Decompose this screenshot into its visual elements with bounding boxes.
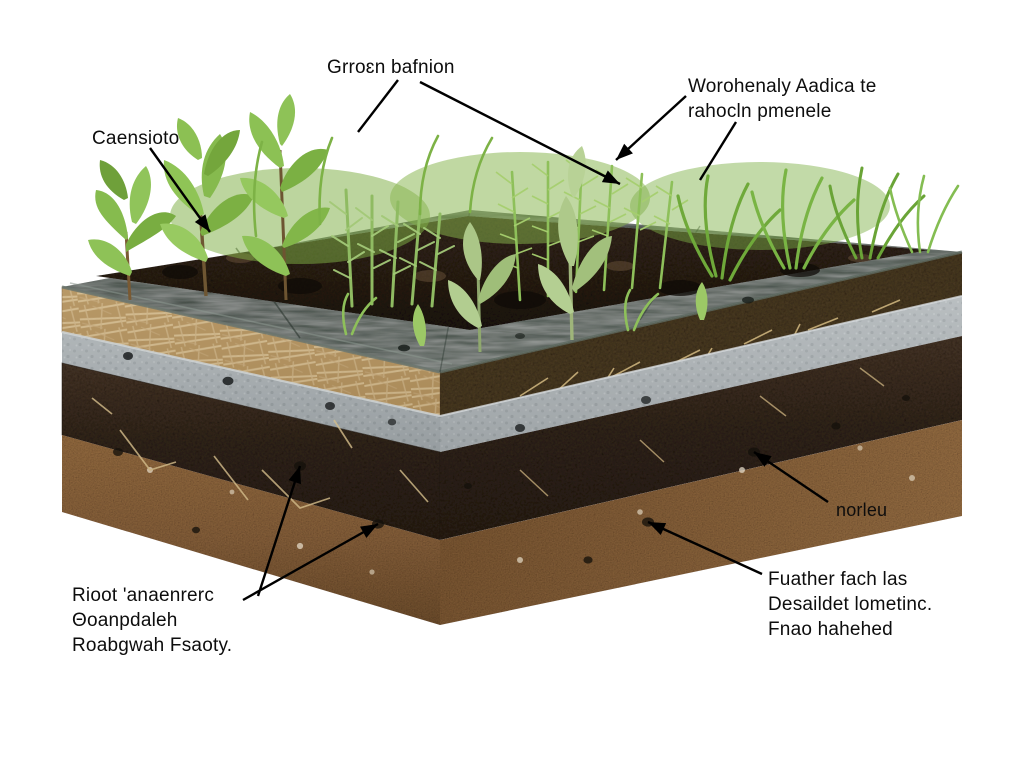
plant-pale-upright2 [448,222,516,353]
plant-broadleaf-left2 [160,118,254,297]
leader-vegetation-left-arrowhead [194,214,210,232]
callout-vegetation-left-line: Caensioto [92,128,180,149]
leader-root-barrier-2-arrowhead [359,524,378,539]
leader-root-barrier-2 [242,522,379,602]
layer-dark-substrate-right [440,336,962,540]
plant-seedlings-front [341,282,708,346]
plant-grass-tufts-right [676,166,960,282]
layer-base-soil-left [62,435,440,625]
plant-broadleaf-left [88,160,176,301]
callout-root-barrier-line: Roabgwah Fsaoty. [72,635,233,656]
callout-vegetation-center-line: Grroɛn bafnion [327,57,455,78]
callout-drainage-note: norleu [836,498,887,523]
plant-back-spikes [252,134,494,238]
callout-growing-medium-line: rahocln pmenele [688,101,832,122]
leader-vegetation-center-2-arrowhead [601,170,620,184]
leader-lines [149,79,829,602]
callout-root-barrier-line: Θoanpdaleh [72,610,178,631]
plant-pale-upright [538,146,612,341]
callout-vegetation-center: Grroɛn bafnion [327,55,455,80]
callout-growing-medium: Worohenaly Aadica te rahocln pmenele [688,74,877,124]
vegetation-layer [88,94,960,353]
leader-vegetation-left [149,147,211,233]
callout-drainage-note-line: norleu [836,500,888,520]
callout-vegetation-left: Caensioto [92,126,179,151]
callout-substrate-line: Fnao hahehed [768,619,893,640]
plant-herb-centerleft [240,94,330,301]
layer-drainage-board-left [61,330,441,452]
leader-substrate [647,520,763,576]
layer-base-soil-right [440,420,962,625]
leader-root-barrier-1-arrowhead [288,466,301,485]
layer-drainage-board-right [439,295,963,452]
callout-root-barrier-line: Rioot 'anaenrerc [72,585,215,606]
leader-root-barrier-1 [256,465,302,597]
leader-drainage-note-arrowhead [754,452,772,467]
leader-substrate-arrowhead [648,522,667,535]
leader-vegetation-center-2 [419,80,621,186]
callout-growing-medium-line: Worohenaly Aadica te [688,76,877,97]
leader-growing-medium-2 [698,121,738,181]
callout-substrate-line: Desaildet lometinc. [768,594,933,615]
leader-growing-medium-arrowhead [616,143,633,160]
leader-vegetation-center [357,79,399,133]
soil-flecks [91,367,915,575]
plant-needle-cluster-left [329,188,455,308]
callout-substrate-line: Fuather fach las [768,569,908,590]
